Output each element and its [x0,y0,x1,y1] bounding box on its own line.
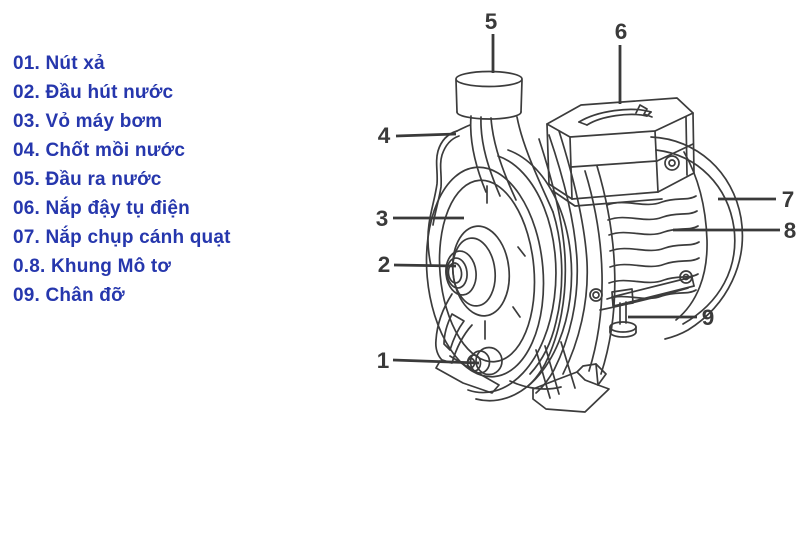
callout-leader-line-1 [392,358,480,365]
callout-number-5: 5 [485,9,498,34]
parts-list-item-4: 04. Chốt mồi nước [13,140,186,161]
capacitor-cover [546,97,695,207]
fan-cover [650,136,744,340]
suction-inlet [445,225,511,317]
parts-list-item-5: 05. Đầu ra nước [13,169,162,190]
foot-bolt [609,301,637,338]
callout-leader-line-4 [395,132,457,138]
pump-drawing [425,70,744,413]
parts-list-item-6: 06. Nắp đậy tụ điện [13,198,190,219]
parts-list-item-8: 0.8. Khung Mô tơ [13,256,172,277]
callout-number-2: 2 [378,252,391,277]
callout-numbers: 1 2 3 4 5 6 7 8 9 [376,9,797,373]
pump-casing [425,149,573,402]
outlet-port [455,70,523,120]
callout-number-1: 1 [377,348,390,373]
callout-number-3: 3 [376,206,389,231]
callout-number-4: 4 [378,123,391,148]
motor-body [584,165,700,375]
callout-number-6: 6 [615,19,628,44]
callout-leader-line-2 [393,263,457,268]
discharge-neck [469,115,554,213]
callout-number-9: 9 [702,305,715,330]
casing-flange [427,124,471,267]
parts-list-item-3: 03. Vỏ máy bơm [13,111,163,132]
parts-list: 01. Nút xả 02. Đầu hút nước 03. Vỏ máy b… [13,49,231,310]
parts-list-item-7: 07. Nắp chụp cánh quạt [13,227,231,248]
callout-leaders [392,34,780,365]
parts-list-item-9: 09. Chân đỡ [13,285,125,306]
callout-number-8: 8 [784,218,797,243]
callout-number-7: 7 [782,187,795,212]
parts-list-item-1: 01. Nút xả [13,53,105,74]
support-feet [434,293,610,413]
parts-list-item-2: 02. Đầu hút nước [13,82,174,103]
